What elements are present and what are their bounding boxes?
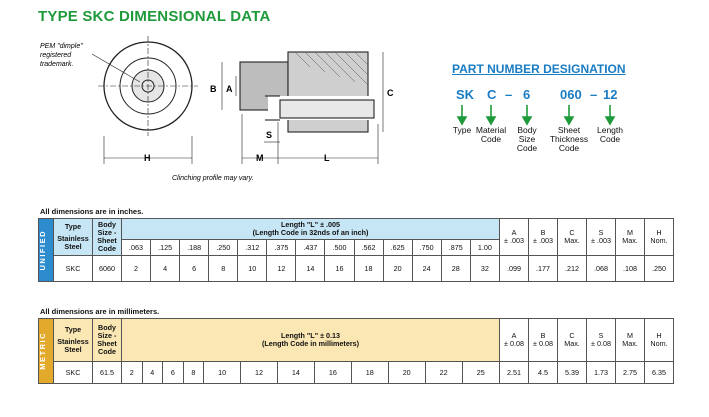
pem-note-2: registered [40,52,72,59]
length-col-4: .312 [237,239,268,256]
dim-header-b: B± 0.08 [528,318,558,362]
pn-code-thickness: 060 [560,87,582,102]
part-number-title: PART NUMBER DESIGNATION [452,62,626,76]
pn-code-length: 12 [603,87,618,102]
table-row: SKC 61.5 2 4 6 8 10 12 14 16 18 20 22 25… [39,361,674,384]
dim-label-s: S [266,130,272,140]
metric-note: All dimensions are in millimeters. [40,307,160,316]
side-view [239,51,378,133]
pn-code-material: C [487,87,497,102]
unified-side-label: UNIFIED [38,218,54,282]
dim-header-a: A± .003 [499,218,529,256]
length-col-11: .875 [440,239,471,256]
pn-code-body: 6 [523,87,531,102]
dim-header-a: A± 0.08 [499,318,529,362]
length-col-7: .500 [324,239,355,256]
dim-label-l: L [324,153,330,163]
length-col-8: .562 [353,239,384,256]
pem-note-3: trademark. [40,61,74,68]
dim-label-a: A [226,84,233,94]
table-row: SKC 6060 2 4 6 8 10 12 14 16 18 20 24 28… [39,255,674,282]
pn-label-type: Type [452,125,472,135]
dim-label-b: B [210,84,217,94]
length-col-2: .188 [179,239,210,256]
pn-arrows [456,105,616,126]
length-col-12: 1.00 [469,239,501,256]
pn-code-type: SK [456,87,475,102]
length-header: Length "L" ± .005(Length Code in 32nds o… [121,218,500,240]
length-col-10: .750 [411,239,442,256]
length-col-1: .125 [150,239,181,256]
pem-note-1: PEM "dimple" [40,43,83,50]
dim-label-m: M [256,153,264,163]
metric-side-label: METRIC [38,318,54,384]
length-header: Length "L" ± 0.13(Length Code in millime… [121,318,500,362]
fastener-drawing: PEM "dimple" registered trademark. [40,36,394,182]
clinching-note: Clinching profile may vary. [172,175,254,182]
length-col-6: .437 [295,239,326,256]
dim-header-b: B± .003 [528,218,558,256]
dim-label-h: H [144,153,151,163]
dim-label-c: C [387,88,394,98]
length-col-3: .250 [208,239,239,256]
page-title: TYPE SKC DIMENSIONAL DATA [38,8,271,25]
pn-dash-1: – [505,87,513,102]
length-col-9: .625 [382,239,413,256]
end-view [98,36,198,136]
pn-dash-2: – [590,87,598,102]
dim-header-s: S± 0.08 [586,318,616,362]
length-col-0: .063 [120,239,152,256]
unified-note: All dimensions are in inches. [40,207,144,216]
dim-header-s: S± .003 [586,218,616,256]
length-col-5: .375 [266,239,297,256]
